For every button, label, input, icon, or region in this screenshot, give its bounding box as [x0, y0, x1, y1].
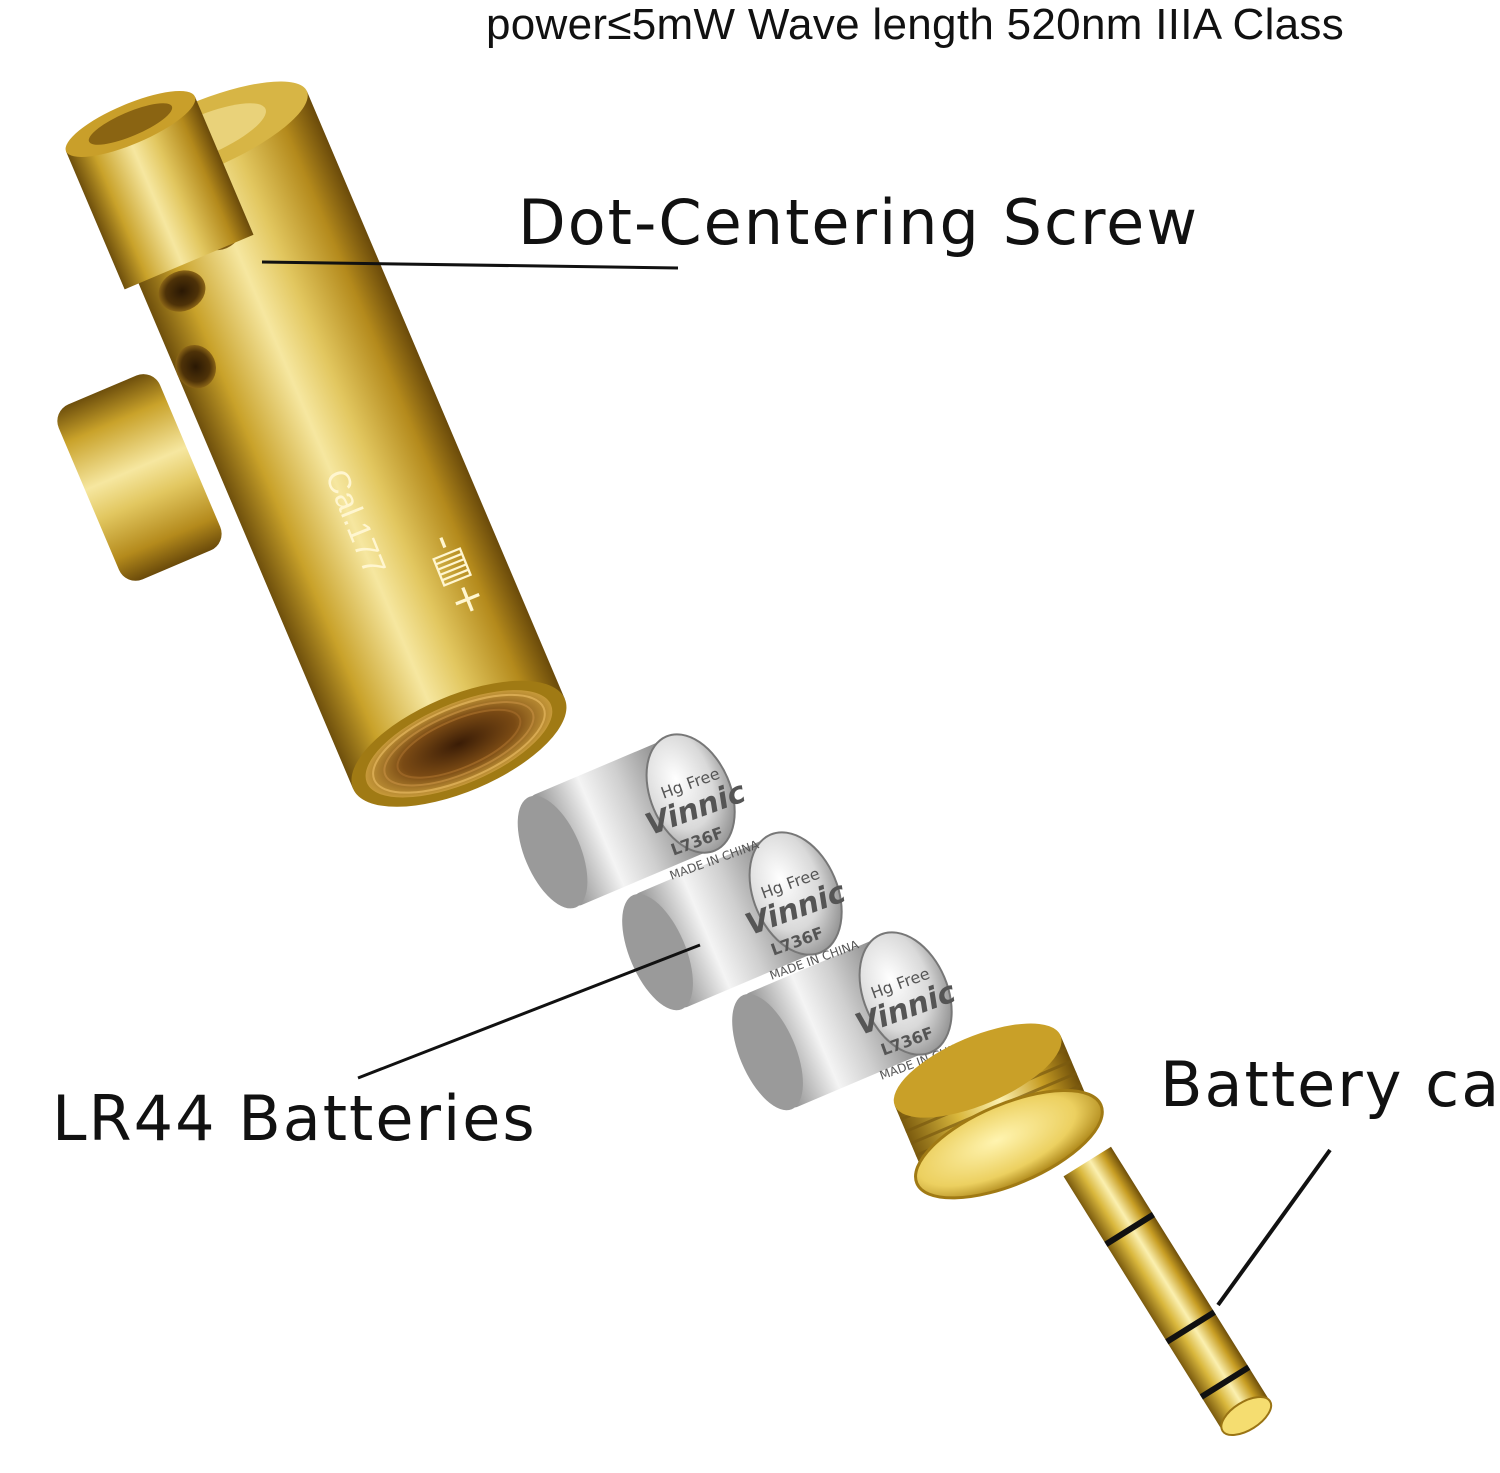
- leader-line-batteries: [357, 943, 701, 1080]
- dot-centering-screw-label: Dot-Centering Screw: [518, 186, 1200, 259]
- lr44-batteries-label: LR44 Batteries: [52, 1082, 537, 1155]
- lr44-battery-3: [732, 931, 953, 1111]
- o-ring-2: [1165, 1309, 1216, 1345]
- lr44-battery-1: [517, 733, 736, 909]
- lr44-battery-2: [622, 831, 843, 1011]
- brass-neck: [65, 91, 254, 290]
- o-ring-1: [1104, 1212, 1155, 1247]
- o-ring-3: [1199, 1364, 1251, 1400]
- battery-cap-label: Battery cap: [1160, 1048, 1500, 1121]
- spec-text: power≤5mW Wave length 520nm IIIA Class: [486, 0, 1345, 49]
- leader-line-dot-centering: [261, 260, 679, 270]
- leader-line-battery-cap: [1216, 1148, 1332, 1307]
- battery-cap: [893, 1023, 1273, 1437]
